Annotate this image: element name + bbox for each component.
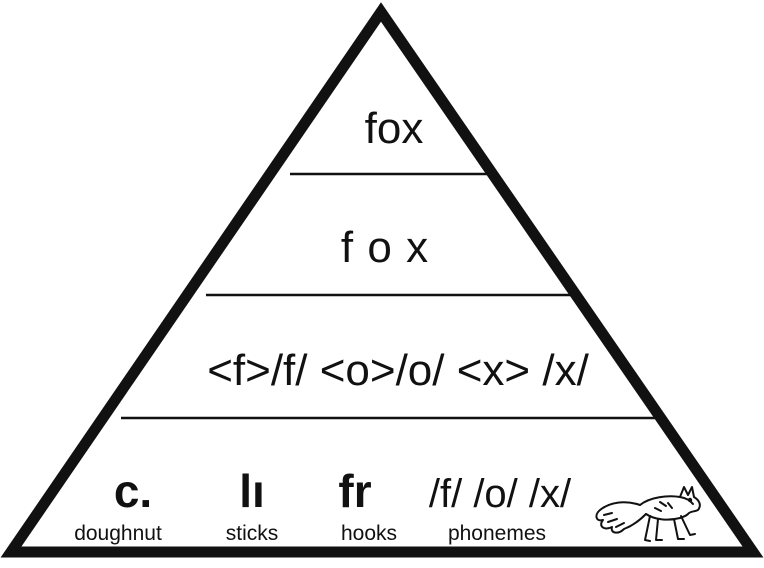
phonemes-label: phonemes xyxy=(448,522,546,545)
sticks-symbol: lı xyxy=(239,465,265,517)
level-word: fox xyxy=(365,104,424,153)
hooks-label: hooks xyxy=(341,522,397,545)
phonemes-symbol: /f/ /o/ /x/ xyxy=(429,472,572,516)
hooks-symbol: fr xyxy=(338,465,371,517)
level-letters: f o x xyxy=(341,223,429,272)
doughnut-label: doughnut xyxy=(74,522,162,545)
doughnut-symbol: c. xyxy=(114,465,152,517)
sticks-label: sticks xyxy=(226,522,279,545)
fox-icon xyxy=(595,486,701,542)
level-graphemes-phonemes: <f>/f/ <o>/o/ <x> /x/ xyxy=(207,346,589,395)
